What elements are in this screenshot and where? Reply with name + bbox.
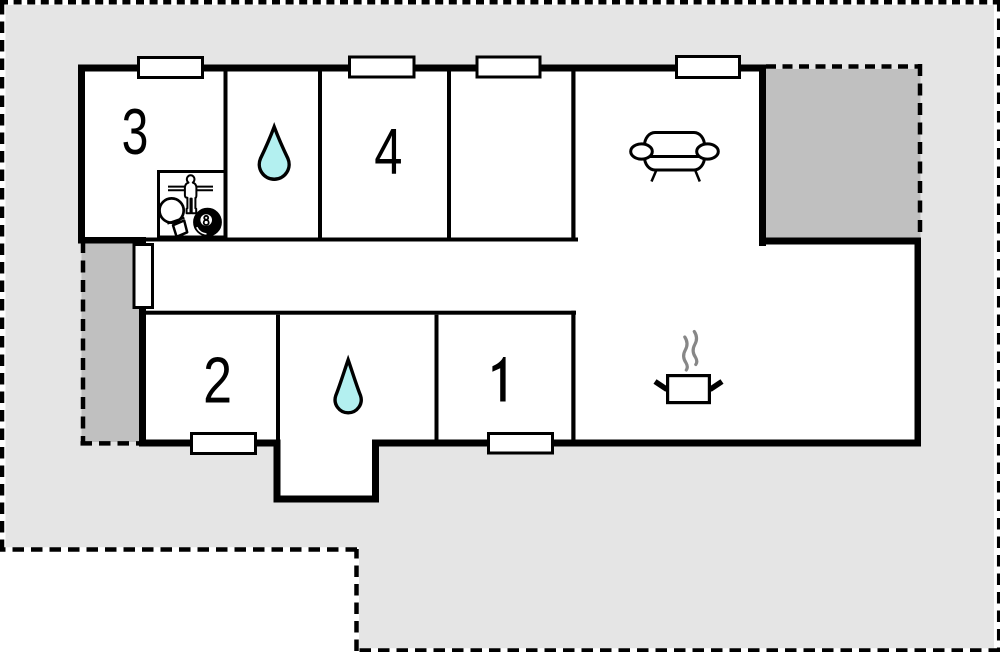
svg-text:2: 2 — [203, 345, 232, 417]
svg-text:4: 4 — [374, 116, 402, 188]
svg-text:3: 3 — [122, 96, 149, 169]
